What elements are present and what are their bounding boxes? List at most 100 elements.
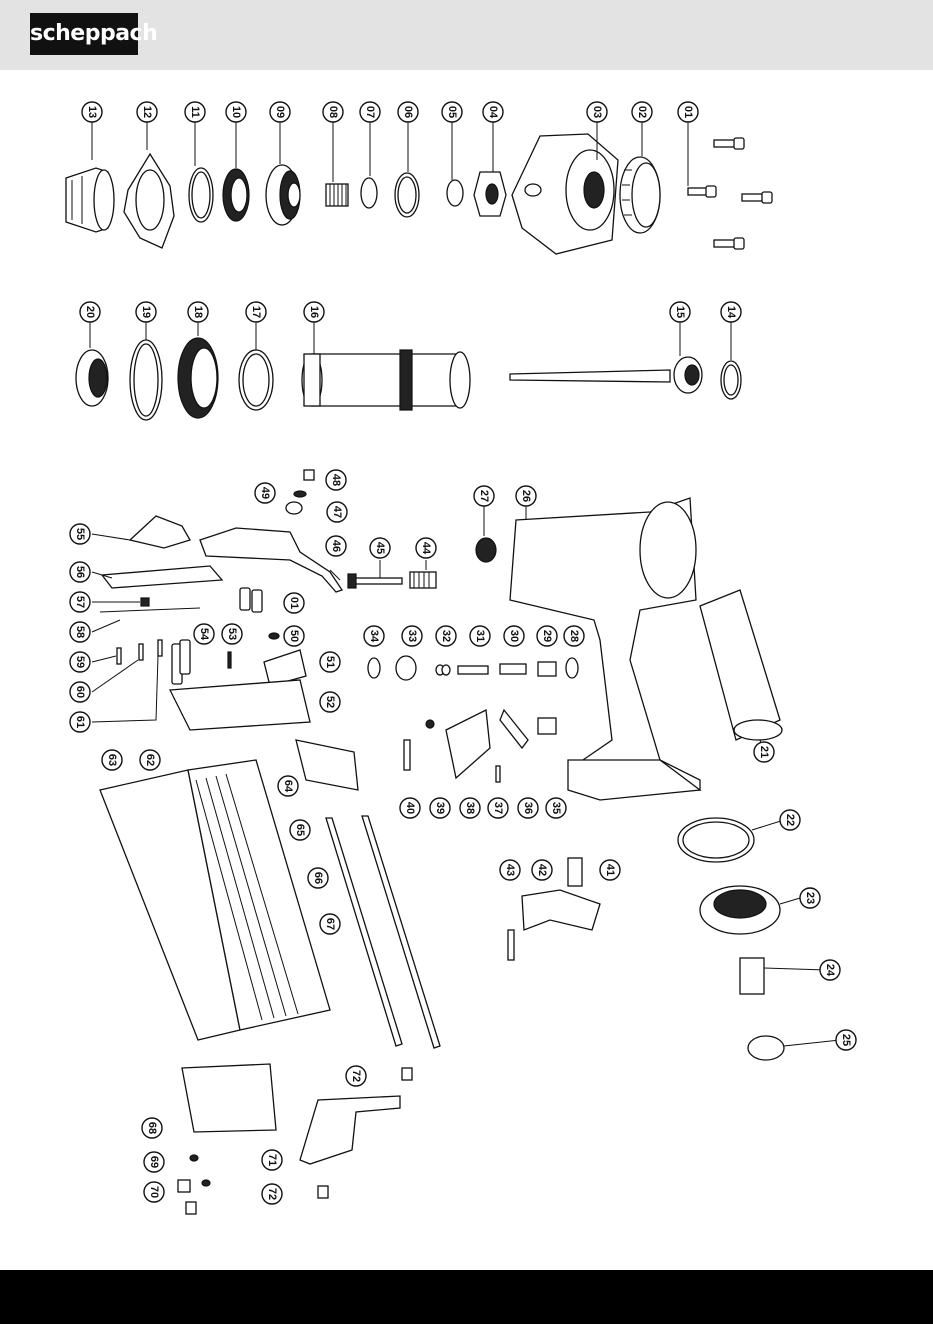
- callout-61: 61: [70, 712, 90, 732]
- svg-text:36: 36: [522, 802, 534, 814]
- callout-01: 01: [678, 102, 698, 122]
- part-46-contact-arm: [200, 528, 342, 592]
- svg-text:09: 09: [274, 106, 286, 118]
- callout-40: 40: [400, 798, 420, 818]
- part-18-seal: [178, 338, 218, 418]
- svg-text:50: 50: [288, 630, 300, 642]
- svg-text:55: 55: [74, 528, 86, 540]
- callout-03: 03: [587, 102, 607, 122]
- callout-42: 42: [532, 860, 552, 880]
- callout-26: 26: [516, 486, 536, 506]
- part-68-nose-block: [182, 1064, 276, 1132]
- callout-17: 17: [246, 302, 266, 322]
- svg-text:48: 48: [330, 474, 342, 486]
- callout-66: 66: [308, 868, 328, 888]
- callout-24: 24: [820, 960, 840, 980]
- svg-text:45: 45: [374, 542, 386, 554]
- callout-28: 28: [564, 626, 584, 646]
- callout-08: 08: [323, 102, 343, 122]
- part-08-spring: [326, 184, 348, 206]
- callout-58: 58: [70, 622, 90, 642]
- callout-45: 45: [370, 538, 390, 558]
- callout-06: 06: [398, 102, 418, 122]
- part-28-34-valve-parts: [368, 656, 578, 680]
- svg-text:23: 23: [804, 892, 816, 904]
- svg-text:21: 21: [758, 746, 770, 758]
- callout-33: 33: [402, 626, 422, 646]
- callout-43: 43: [500, 860, 520, 880]
- callout-72: 72: [262, 1184, 282, 1204]
- svg-text:43: 43: [504, 864, 516, 876]
- callout-54: 54: [194, 624, 214, 644]
- callout-48: 48: [326, 470, 346, 490]
- callout-16: 16: [304, 302, 324, 322]
- callout-65: 65: [290, 820, 310, 840]
- callout-14: 14: [721, 302, 741, 322]
- svg-text:54: 54: [198, 628, 210, 641]
- part-24-25-air-fitting: [740, 958, 784, 1060]
- part-16-cylinder: [302, 350, 470, 410]
- svg-text:66: 66: [312, 872, 324, 884]
- svg-text:49: 49: [259, 487, 271, 499]
- svg-text:62: 62: [144, 754, 156, 766]
- svg-text:15: 15: [674, 306, 686, 318]
- svg-text:01: 01: [682, 106, 694, 118]
- callout-31: 31: [470, 626, 490, 646]
- svg-text:05: 05: [446, 106, 458, 118]
- callout-36: 36: [518, 798, 538, 818]
- svg-text:06: 06: [402, 106, 414, 118]
- svg-text:38: 38: [464, 802, 476, 814]
- part-05-washer: [447, 180, 463, 206]
- svg-text:72: 72: [266, 1188, 278, 1200]
- callout-27: 27: [474, 486, 494, 506]
- svg-text:41: 41: [604, 864, 616, 876]
- svg-text:20: 20: [84, 306, 96, 318]
- part-10-seal: [223, 169, 249, 221]
- svg-text:68: 68: [146, 1122, 158, 1134]
- svg-text:22: 22: [784, 814, 796, 826]
- part-71-72-bracket-screws: [300, 1068, 412, 1198]
- callout-56: 56: [70, 562, 90, 582]
- svg-text:10: 10: [230, 106, 242, 118]
- callout-71: 71: [262, 1150, 282, 1170]
- callout-59: 59: [70, 652, 90, 672]
- part-27-26-housing: [476, 498, 700, 800]
- part-21-grip: [700, 590, 782, 740]
- svg-text:02: 02: [636, 106, 648, 118]
- callout-13: 13: [82, 102, 102, 122]
- svg-text:03: 03: [591, 106, 603, 118]
- callout-01: 01: [284, 593, 304, 613]
- svg-text:52: 52: [324, 696, 336, 708]
- svg-text:69: 69: [148, 1156, 160, 1168]
- part-65-66-67-pusher-rods: [326, 816, 440, 1048]
- svg-text:19: 19: [140, 306, 152, 318]
- callout-69: 69: [144, 1152, 164, 1172]
- svg-text:07: 07: [364, 106, 376, 118]
- callout-62: 62: [140, 750, 160, 770]
- svg-text:64: 64: [282, 780, 294, 793]
- svg-text:13: 13: [86, 106, 98, 118]
- page-header: scheppach: [0, 0, 933, 70]
- svg-text:58: 58: [74, 626, 86, 638]
- callout-52: 52: [320, 692, 340, 712]
- callout-64: 64: [278, 776, 298, 796]
- svg-text:28: 28: [568, 630, 580, 642]
- part-63-62-magazine: [100, 760, 330, 1040]
- callout-02: 02: [632, 102, 652, 122]
- svg-text:12: 12: [141, 106, 153, 118]
- svg-text:65: 65: [294, 824, 306, 836]
- svg-text:26: 26: [520, 490, 532, 502]
- part-15-piston-driver: [510, 357, 702, 393]
- callout-07: 07: [360, 102, 380, 122]
- part-51-52-latch: [170, 650, 310, 730]
- svg-text:42: 42: [536, 864, 548, 876]
- callout-39: 39: [430, 798, 450, 818]
- callout-11: 11: [185, 102, 205, 122]
- part-20-bumper: [76, 350, 108, 406]
- part-07-ring: [361, 178, 377, 208]
- svg-text:33: 33: [406, 630, 418, 642]
- svg-text:44: 44: [420, 542, 432, 555]
- callout-38: 38: [460, 798, 480, 818]
- svg-text:51: 51: [324, 656, 336, 668]
- callout-55: 55: [70, 524, 90, 544]
